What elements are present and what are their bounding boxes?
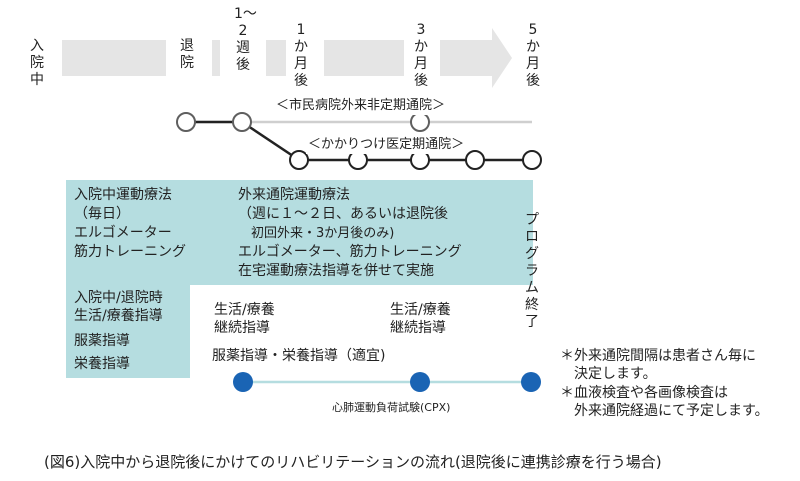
label-1-2-weeks: 1〜2週後 [234, 6, 257, 73]
figure-caption: (図6)入院中から退院後にかけてのリハビリテーションの流れ(退院後に連携診療を行… [44, 453, 662, 471]
outpatient-exercise-3: エルゴメーター、筋力トレーニング [238, 244, 462, 260]
visit-circle-fd-1 [289, 150, 309, 170]
outpatient-exercise-2: 初回外来・3か月後のみ) [238, 226, 395, 241]
inpatient-exercise-0: 入院中運動療法 [74, 187, 172, 203]
inpatient-exercise-3: 筋力トレーニング [74, 244, 186, 260]
inpatient-guidance-box [66, 285, 190, 378]
cpx-label: 心肺運動負荷試験(CPX) [332, 401, 451, 414]
city-hospital-track-label: ＜市民病院外来非定期通院＞ [274, 96, 448, 115]
program-end-label: プログラム終了 [525, 212, 539, 330]
note-3: 外来通院経過にて予定します。 [560, 403, 769, 419]
note-1: 決定します。 [560, 366, 657, 382]
outpatient-exercise-0: 外来通院運動療法 [238, 187, 350, 203]
visit-circle-fd-5 [522, 150, 542, 170]
inpatient-guidance-2: 服薬指導 [74, 333, 130, 349]
lifestyle-guidance-a-0: 生活/療養 [214, 302, 275, 318]
note-0: ＊外来通院間隔は患者さん毎に [560, 348, 756, 364]
label-1-month: 1か月後 [294, 22, 308, 89]
label-3-months: 3か月後 [414, 22, 428, 89]
inpatient-guidance-1: 生活/療養指導 [74, 308, 163, 324]
outpatient-exercise-4: 在宅運動療法指導を併せて実施 [238, 263, 434, 279]
timeline-segment [266, 40, 286, 76]
label-5-months: 5か月後 [526, 22, 540, 89]
medication-nutrition-guidance: 服薬指導・栄養指導（適宜) [212, 348, 386, 364]
timeline-segment [62, 40, 166, 76]
timeline-segment [212, 40, 220, 76]
outpatient-exercise-1: （週に１〜２日、あるいは退院後 [238, 206, 448, 222]
exercise-therapy-box [66, 180, 533, 285]
cpx-dot-discharge [233, 372, 253, 392]
lifestyle-guidance-b-1: 継続指導 [390, 320, 446, 336]
cpx-dot-3-months [410, 372, 430, 392]
visit-circle-fd-4 [465, 150, 485, 170]
lifestyle-guidance-b-0: 生活/療養 [390, 302, 451, 318]
inpatient-exercise-2: エルゴメーター [74, 225, 172, 241]
inpatient-guidance-3: 栄養指導 [74, 356, 130, 372]
inpatient-exercise-1: （毎日） [74, 206, 130, 222]
inpatient-guidance-0: 入院中/退院時 [74, 290, 163, 306]
label-admission: 入院中 [30, 38, 44, 88]
visit-circle-discharge [176, 112, 196, 132]
note-2: ＊血液検査や各画像検査は [560, 385, 728, 401]
cpx-dot-5-months [521, 372, 541, 392]
visit-circle-w1-2 [232, 112, 252, 132]
timeline-arrowhead [440, 28, 512, 88]
label-discharge: 退院 [180, 38, 194, 71]
lifestyle-guidance-a-1: 継続指導 [214, 320, 270, 336]
family-doctor-track-label: ＜かかりつけ医定期通院＞ [306, 135, 467, 154]
timeline-segment [324, 40, 404, 76]
